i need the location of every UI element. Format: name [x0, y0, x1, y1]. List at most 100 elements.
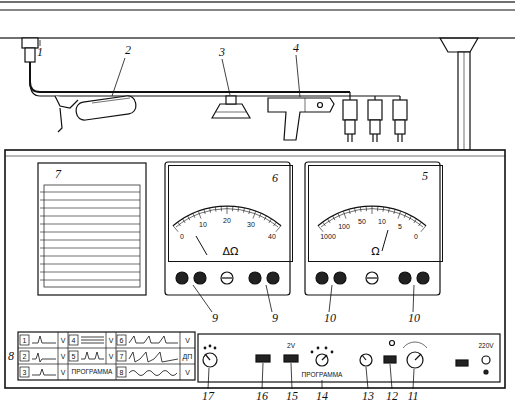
scale-tick [210, 208, 211, 213]
scale-tick [273, 222, 276, 226]
callout-number: 10 [408, 312, 420, 324]
leader-lines [40, 40, 414, 312]
scale-number: 50 [358, 218, 366, 225]
scale-number: 10 [199, 221, 207, 228]
cable [30, 62, 350, 92]
scale-number: 0 [180, 233, 184, 240]
callout-number: 16 [256, 390, 268, 402]
table-cell: 8 [120, 369, 124, 376]
button-16 [256, 355, 270, 362]
switch-13 [360, 354, 372, 366]
scale-tick [44, 256, 140, 257]
scale-tick [40, 272, 44, 273]
scale-number: 40 [268, 233, 276, 240]
power-lamp [482, 356, 490, 364]
table-cell: 4 [72, 337, 76, 344]
callout-number: 2 [125, 44, 131, 56]
meter-terminals [176, 272, 429, 284]
table-cell: V [61, 337, 66, 344]
scale-tick [338, 213, 340, 218]
scale-tick [388, 208, 389, 213]
scale-tick [44, 280, 140, 281]
table-grid [18, 332, 195, 380]
callout-number: 6 [272, 172, 278, 184]
scale-number: 100 [338, 223, 350, 230]
button-12 [384, 356, 396, 363]
callout-number: 9 [212, 312, 218, 324]
scale-tick [44, 232, 140, 233]
meter-scale-arc [318, 206, 426, 226]
meter-scale-arc [173, 206, 281, 226]
scale-tick [372, 206, 373, 214]
callout-number: 14 [316, 390, 328, 402]
meter-body [165, 162, 290, 295]
post-line [464, 52, 465, 150]
scale-tick [182, 219, 185, 223]
knob-11 [390, 341, 428, 369]
scale-tick [318, 226, 323, 232]
scale-tick [237, 207, 239, 212]
gun-lens [318, 103, 323, 108]
probe-handle [75, 95, 137, 121]
callout-number: 3 [219, 46, 225, 58]
scale-tick [377, 206, 378, 211]
callout-number: 10 [324, 312, 336, 324]
cabinet-edge [5, 156, 505, 157]
scale-tick [40, 256, 44, 257]
scale-tick [193, 213, 195, 218]
scale-tick [366, 206, 367, 211]
scale-number: 10 [378, 218, 386, 225]
table-cell: V [185, 369, 190, 376]
scale-tick [253, 211, 256, 219]
scale-tick [221, 206, 222, 211]
table-cell: V [61, 353, 66, 360]
scale-tick [40, 248, 44, 249]
connector-plugs [343, 92, 407, 142]
scale-tick [409, 216, 411, 220]
callout-number: 7 [55, 168, 61, 180]
scale-number: 1000 [320, 233, 336, 240]
scale-tick [276, 226, 281, 232]
scale-tick [44, 192, 140, 193]
scale-tick [44, 240, 140, 241]
scale-tick [40, 240, 44, 241]
meter-body [305, 162, 440, 295]
button-15 [284, 355, 298, 362]
panel-label: 2V [287, 343, 295, 350]
scale-tick [421, 226, 426, 232]
meter-needle [196, 236, 207, 255]
scale-tick [40, 192, 44, 193]
scale-tick [394, 209, 395, 214]
table-cell: 5 [72, 353, 76, 360]
panel-label: 220V [478, 343, 493, 350]
callout-number: 5 [422, 170, 428, 182]
callout-number: 15 [286, 390, 298, 402]
cable [30, 82, 400, 96]
callout-number: 17 [202, 390, 214, 402]
scale-tick [398, 211, 401, 219]
cable-holder [22, 38, 38, 48]
scale-tick [44, 200, 140, 201]
scale-tick [259, 213, 261, 218]
handle-line [92, 98, 130, 103]
scale-tick [215, 207, 217, 212]
scale-tick [44, 264, 140, 265]
table-cell: 7 [120, 353, 124, 360]
panel-label: ПРОГРАММА [72, 369, 113, 376]
scale-tick [40, 216, 44, 217]
scale-tick [40, 232, 44, 233]
table-cell: V [185, 337, 190, 344]
gun-line [305, 98, 306, 112]
scale-tick [355, 208, 356, 213]
power-switch [456, 360, 468, 366]
scale-tick [327, 219, 330, 223]
callout-number: 13 [362, 390, 374, 402]
meter-unit: Ω [309, 245, 442, 258]
cabinet [5, 150, 505, 388]
meter-needle [382, 230, 388, 251]
waveform-sketches [32, 336, 178, 376]
table-cell: V [109, 337, 114, 344]
control-panel [198, 334, 500, 382]
clamp-line [216, 112, 246, 113]
